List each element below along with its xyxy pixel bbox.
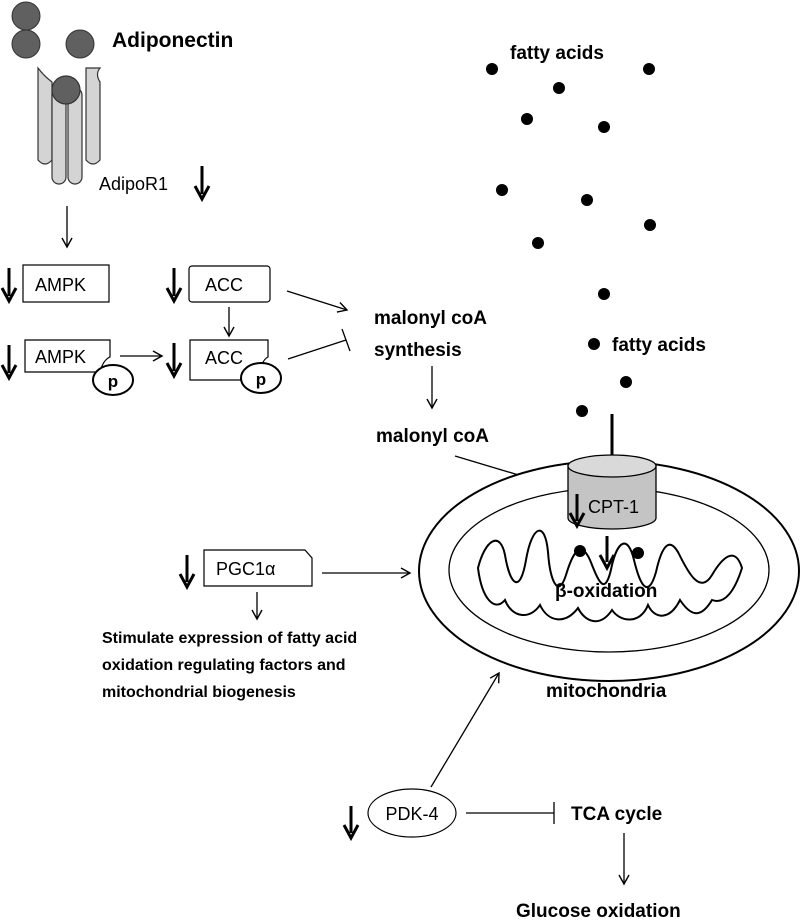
ampk-box (22, 264, 110, 303)
fatty-acid-dot (496, 184, 508, 196)
fatty-acid-dot (632, 547, 644, 559)
fatty-acid-dot (486, 63, 498, 75)
fatty-acid-dot (643, 63, 655, 75)
down-arrow-icon (0, 345, 18, 382)
acc-label: ACC (205, 275, 243, 295)
cristae (476, 529, 744, 622)
pdk4-node (367, 788, 457, 838)
fatty-acid-dot (532, 237, 544, 249)
phospho-badge (92, 364, 134, 396)
cpt1-transporter (567, 454, 657, 530)
fatty-acid-dots (486, 63, 656, 417)
glucose-oxidation-label: Glucose oxidation (516, 901, 681, 922)
acc-box (188, 265, 271, 303)
mitochondria (418, 460, 800, 682)
fatty-acids-label-2: fatty acids (612, 335, 706, 356)
fatty-acid-dot (581, 194, 593, 206)
malonyl-synthesis-label-2: synthesis (374, 340, 462, 361)
stimulate-text-line1: Stimulate expression of fatty acid (102, 630, 357, 647)
adiponectin-label: Adiponectin (112, 29, 233, 52)
down-arrow-icon (0, 268, 18, 305)
phospho-label: p (256, 370, 266, 389)
fatty-acid-dot (588, 338, 600, 350)
adipor1-label: AdipoR1 (99, 174, 168, 194)
phospho-label: p (108, 372, 118, 391)
arrow-pdk4-to-mitochondria (430, 671, 500, 788)
fatty-acid-dot (521, 113, 533, 125)
down-arrow-icon (165, 268, 183, 305)
adipor1-receptor (37, 66, 102, 185)
down-arrow-icon (193, 166, 211, 203)
mitochondria-label: mitochondria (546, 681, 667, 702)
adiponectin-molecule (65, 29, 95, 59)
adiponectin-molecule (11, 29, 41, 59)
fatty-acid-dot (620, 376, 632, 388)
cpt1-label: CPT-1 (588, 497, 639, 517)
malonyl-synthesis-label: malonyl coA (374, 308, 487, 329)
beta-oxidation-label: β-oxidation (555, 581, 657, 602)
pgc1a-box (203, 549, 313, 587)
phospho-badge (240, 362, 282, 394)
fatty-acid-dot (576, 405, 588, 417)
ampk-label: AMPK (35, 275, 86, 295)
down-arrow-icon (598, 536, 616, 572)
pdk4-label: PDK-4 (385, 804, 438, 824)
down-arrow-icon (568, 494, 586, 530)
inhibit-pdk4-to-tca (466, 802, 555, 824)
fatty-acid-dot (598, 288, 610, 300)
tca-cycle-label: TCA cycle (571, 804, 662, 825)
down-arrow-icon (342, 806, 360, 842)
acc-p-label: ACC (205, 348, 243, 368)
arrow-acc-to-malonyl-synthesis (286, 290, 349, 313)
stimulate-text-line3: mitochondrial biogenesis (102, 684, 296, 701)
fatty-acid-dot (553, 82, 565, 94)
ampk-p-label: AMPK (35, 347, 86, 367)
stimulate-text-line2: oxidation regulating factors and (102, 657, 346, 674)
fatty-acid-dot (574, 545, 586, 557)
malonyl-coa-label: malonyl coA (376, 426, 489, 447)
fatty-acids-label: fatty acids (510, 43, 604, 64)
fatty-acid-dot (644, 219, 656, 231)
adiponectin-molecule (11, 1, 41, 31)
down-arrow-icon (165, 343, 183, 380)
pgc1a-label: PGC1α (216, 559, 275, 579)
down-arrow-icon (178, 555, 196, 591)
fatty-acid-dot (598, 121, 610, 133)
inhibit-acc-p-to-malonyl-synthesis (287, 328, 351, 360)
